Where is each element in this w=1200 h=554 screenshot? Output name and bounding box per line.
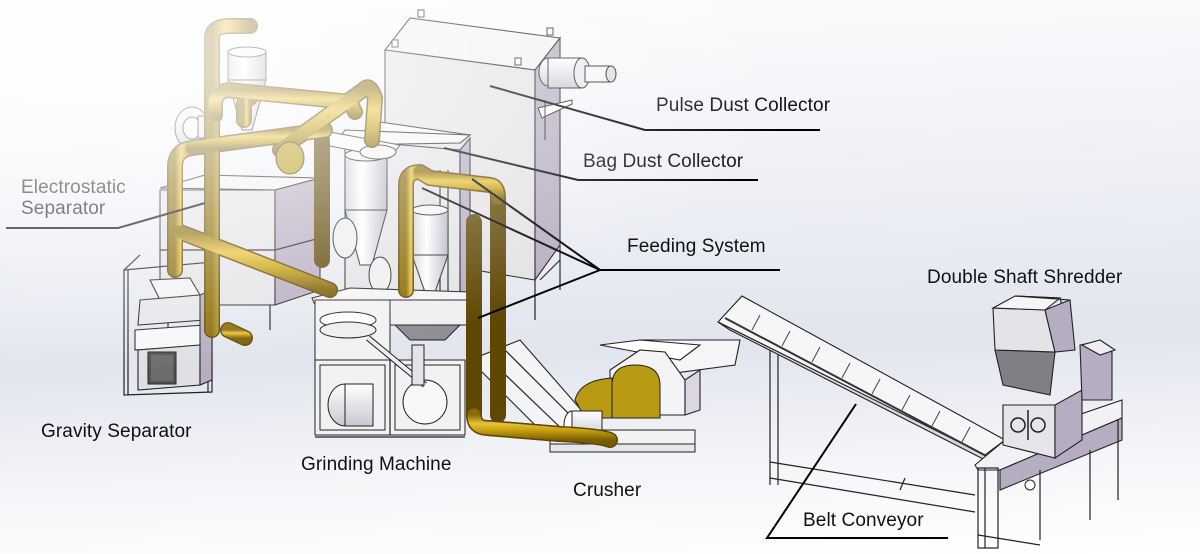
label-pulse-dust-collector: Pulse Dust Collector: [656, 95, 830, 116]
label-feeding-system: Feeding System: [627, 236, 766, 257]
yellow-pipework: [167, 18, 618, 448]
pulse-collector-fan-icon: [537, 57, 617, 140]
label-line: Belt Conveyor: [803, 510, 924, 531]
label-electrostatic-separator: Electrostatic Separator: [21, 177, 126, 219]
leader-feeding-system-b: [471, 178, 601, 271]
twin-shaft-icon: [1010, 410, 1046, 440]
label-line: Feeding System: [627, 236, 766, 257]
leader-bag-dust-collector: [443, 147, 758, 181]
label-line: Pulse Dust Collector: [656, 95, 831, 116]
leader-pulse-dust-collector: [489, 85, 820, 131]
separator-blower-icon: [174, 106, 219, 150]
label-belt-conveyor: Belt Conveyor: [803, 510, 924, 531]
label-line: Separator: [21, 198, 106, 219]
label-bag-dust-collector: Bag Dust Collector: [583, 151, 743, 172]
leader-feeding-system-a: [421, 187, 601, 271]
label-line: Gravity Separator: [41, 421, 192, 442]
label-line: Electrostatic: [21, 177, 126, 198]
label-gravity-separator: Gravity Separator: [41, 421, 192, 442]
gravity-separator: [123, 249, 227, 396]
leader-electrostatic-separator: [6, 202, 206, 229]
leader-belt-conveyor: [765, 403, 948, 539]
belt-conveyor: [717, 295, 1007, 513]
label-line: Bag Dust Collector: [583, 151, 744, 172]
double-shaft-shredder: [974, 295, 1123, 549]
label-grinding-machine: Grinding Machine: [301, 454, 452, 475]
grinding-machine: [311, 127, 471, 438]
label-line: Double Shaft Shredder: [927, 267, 1123, 288]
label-line: Crusher: [573, 480, 642, 501]
label-line: Grinding Machine: [301, 454, 452, 475]
label-crusher: Crusher: [573, 480, 641, 501]
leader-feeding-system-c: [477, 269, 601, 319]
label-double-shaft-shredder: Double Shaft Shredder: [927, 267, 1122, 288]
